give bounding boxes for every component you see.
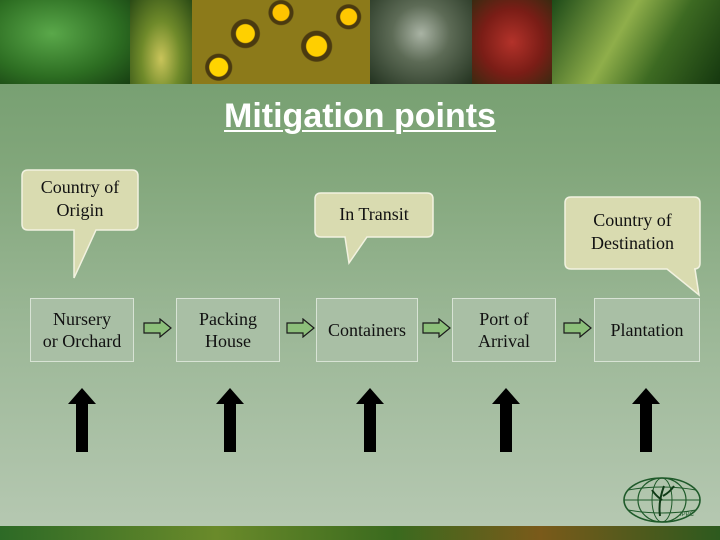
- header-photo-banner: [0, 0, 720, 84]
- beetle-photo: [370, 0, 472, 84]
- stage-label: House: [205, 331, 251, 351]
- callout-country-of-origin: Country of Origin: [21, 169, 139, 280]
- berries-photo: [472, 0, 552, 84]
- footer-photo-strip: [0, 526, 720, 540]
- stage-port-of-arrival: Port of Arrival: [452, 298, 556, 362]
- stage-label: Packing: [199, 309, 257, 329]
- flow-arrow-icon: [563, 318, 592, 338]
- leaf-photo: [0, 0, 130, 84]
- flow-arrow-icon: [286, 318, 315, 338]
- callout-label-destination: Country of Destination: [565, 209, 700, 255]
- callout-country-of-destination: Country of Destination: [564, 196, 701, 297]
- stage-plantation: Plantation: [594, 298, 700, 362]
- callout-label-transit: In Transit: [339, 204, 409, 224]
- up-arrow-icon: [216, 388, 244, 452]
- up-arrow-icon: [68, 388, 96, 452]
- callout-destination-line2: Destination: [591, 233, 674, 253]
- callout-in-transit: In Transit: [314, 192, 434, 265]
- callout-label-origin: Country of Origin: [22, 176, 138, 222]
- stage-label: Arrival: [478, 331, 530, 351]
- callout-destination-line1: Country of: [593, 210, 672, 230]
- stage-containers: Containers: [316, 298, 418, 362]
- stage-label: Port of: [479, 309, 529, 329]
- stage-packing-house: Packing House: [176, 298, 280, 362]
- flow-arrow-icon: [143, 318, 172, 338]
- up-arrow-icon: [492, 388, 520, 452]
- stage-label: Containers: [328, 320, 406, 340]
- flow-arrow-icon: [422, 318, 451, 338]
- stage-label: Nursery: [53, 309, 111, 329]
- sunflower-photo: [192, 0, 370, 84]
- callout-origin-line1: Country of: [40, 177, 120, 197]
- callout-bubble-shape: [21, 169, 139, 279]
- pear-photo: [130, 0, 192, 84]
- slide-title: Mitigation points: [224, 97, 496, 135]
- ippc-logo-text: IPPC: [680, 512, 695, 518]
- stage-label: or Orchard: [42, 331, 122, 351]
- stage-nursery-or-orchard: Nursery or Orchard: [30, 298, 134, 362]
- ippc-logo: IPPC: [623, 477, 701, 523]
- callout-bubble-shape: [564, 196, 701, 297]
- up-arrow-icon: [356, 388, 384, 452]
- callout-bubble-shape: [314, 192, 434, 265]
- callout-origin-line2: Origin: [56, 200, 104, 220]
- grass-photo: [552, 0, 720, 84]
- stage-label: Plantation: [610, 320, 684, 340]
- up-arrow-icon: [632, 388, 660, 452]
